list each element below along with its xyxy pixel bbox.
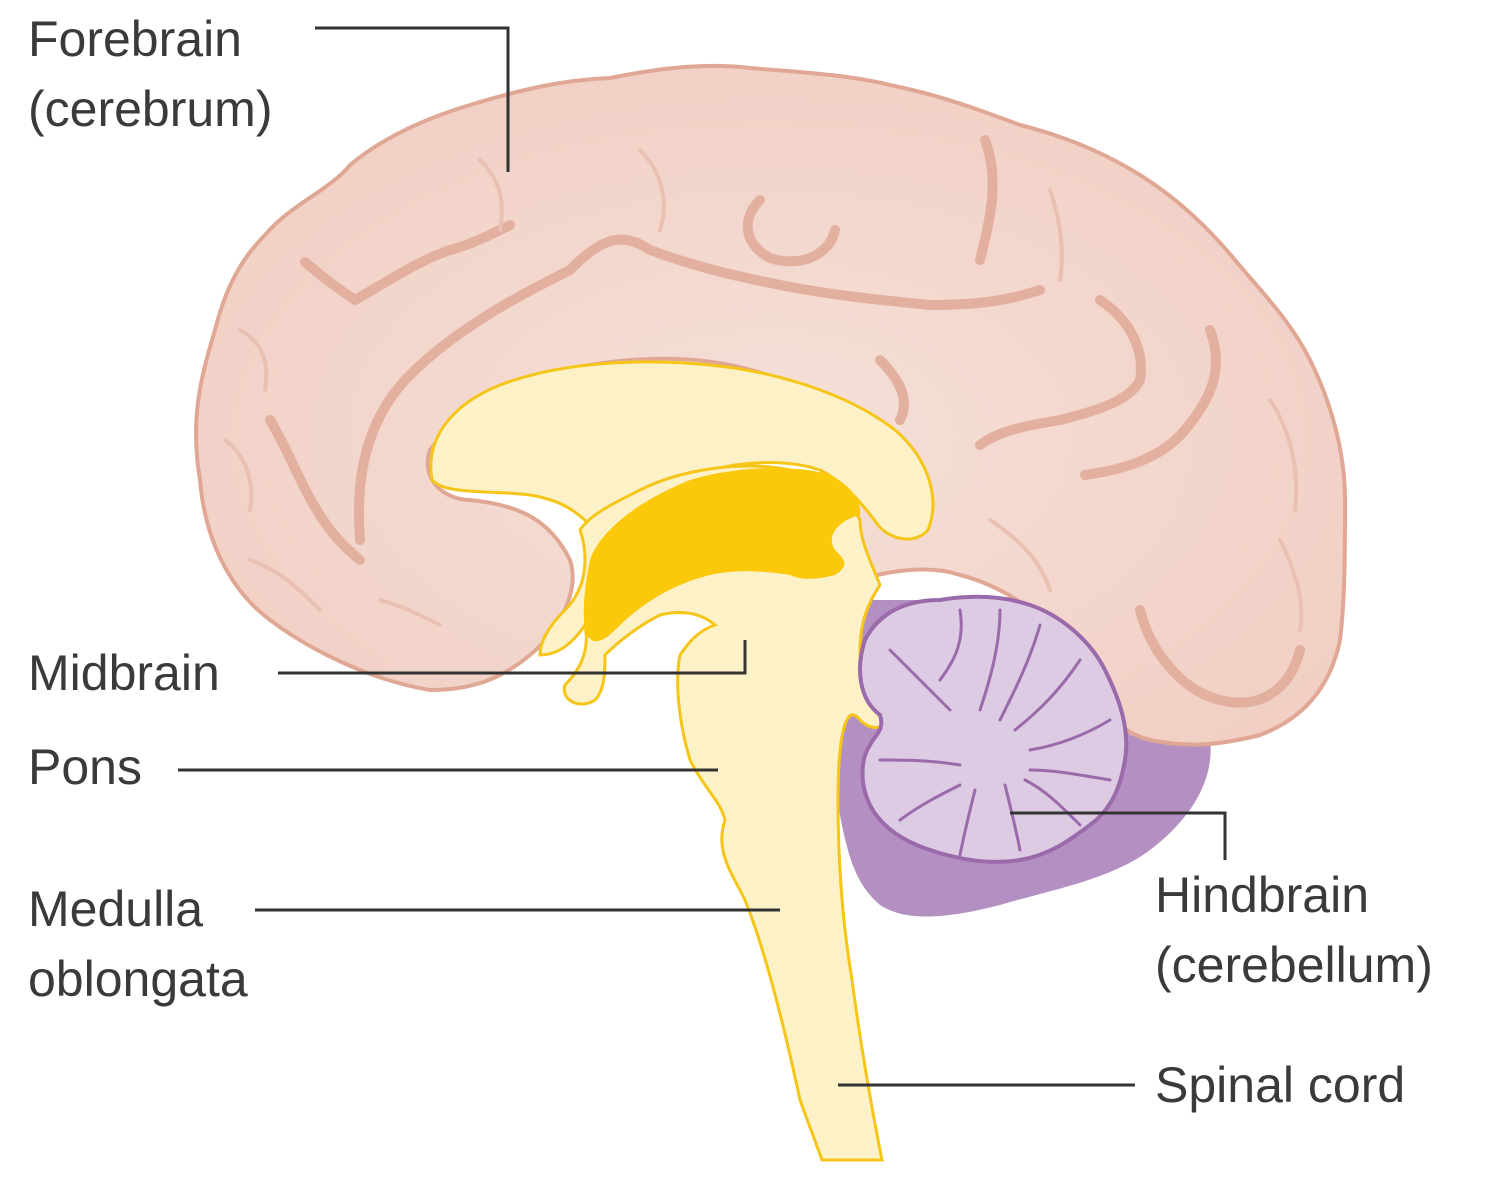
label-midbrain: Midbrain [28, 638, 220, 708]
label-hindbrain-line1: Hindbrain [1155, 867, 1370, 923]
label-forebrain: Forebrain (cerebrum) [28, 4, 272, 144]
label-spinal-cord-line1: Spinal cord [1155, 1057, 1406, 1113]
label-hindbrain-line2: (cerebellum) [1155, 937, 1433, 993]
cerebellum [858, 594, 1129, 864]
label-pons-line1: Pons [28, 739, 142, 795]
label-forebrain-line1: Forebrain [28, 11, 242, 67]
brainstem [538, 464, 895, 1162]
label-medulla: Medulla oblongata [28, 874, 248, 1014]
label-medulla-line1: Medulla [28, 881, 204, 937]
leader-lines [178, 26, 1227, 1087]
label-medulla-line2: oblongata [28, 951, 248, 1007]
cerebellum-folia [878, 608, 1112, 857]
leader-hindbrain [1010, 811, 1227, 860]
label-midbrain-line1: Midbrain [28, 645, 220, 701]
thalamus [583, 468, 861, 642]
leader-forebrain [315, 26, 510, 172]
fine-sulci [223, 148, 1304, 632]
label-hindbrain: Hindbrain (cerebellum) [1155, 860, 1433, 1000]
label-forebrain-line2: (cerebrum) [28, 81, 273, 137]
label-spinal-cord: Spinal cord [1155, 1050, 1405, 1120]
leader-midbrain [278, 640, 747, 675]
label-pons: Pons [28, 732, 142, 802]
sulci [265, 135, 1305, 708]
